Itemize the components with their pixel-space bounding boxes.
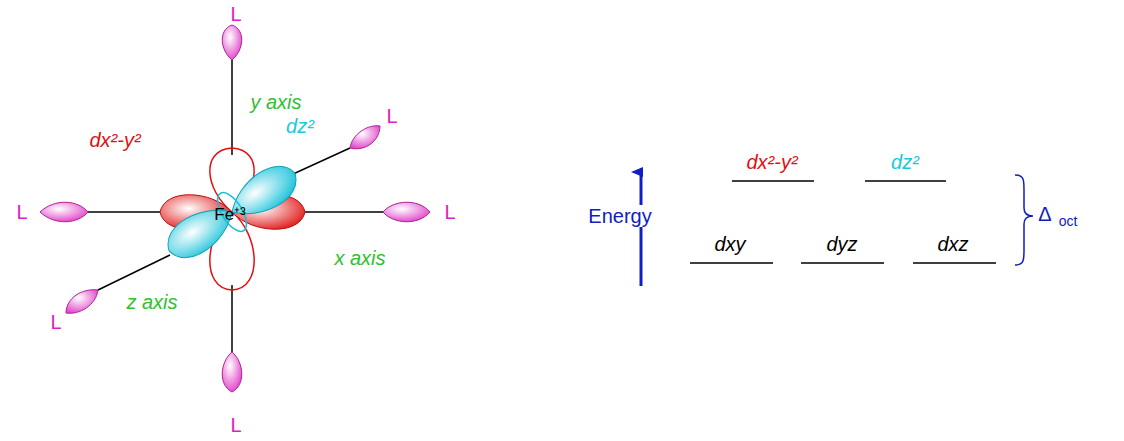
dz2-orbital [158, 154, 307, 270]
axis-title: Energy [586, 205, 653, 227]
ligand-label: L [50, 311, 61, 333]
orbital-label: dz² [286, 115, 314, 137]
ligand-label: L [444, 201, 455, 223]
orbital-level-label: dz² [891, 151, 919, 173]
axis-label: y axis [250, 91, 301, 113]
orbital-label: dx²-y² [89, 129, 140, 151]
ligand-label: L [386, 105, 397, 127]
orbital-level-label: dx²-y² [746, 151, 797, 173]
ligand-lobes [40, 25, 430, 392]
energy-arrow [640, 172, 643, 286]
metal-ion-label: Fe⁺³ [214, 206, 246, 225]
gap-brace [1015, 175, 1033, 265]
axis-label: x axis [334, 247, 385, 269]
axis-label: z axis [126, 291, 177, 313]
ligand-label: L [16, 201, 27, 223]
energy-levels [690, 181, 996, 263]
gap-symbol: Δ [1038, 203, 1051, 225]
orbital-level-label: dxz [937, 233, 968, 255]
ligand-label: L [230, 414, 241, 436]
orbital-level-label: dyz [826, 233, 857, 255]
bond-lines [88, 60, 383, 352]
orbital-level-label: dxy [714, 233, 745, 255]
gap-subscript: oct [1059, 214, 1078, 229]
ligand-label: L [230, 3, 241, 25]
